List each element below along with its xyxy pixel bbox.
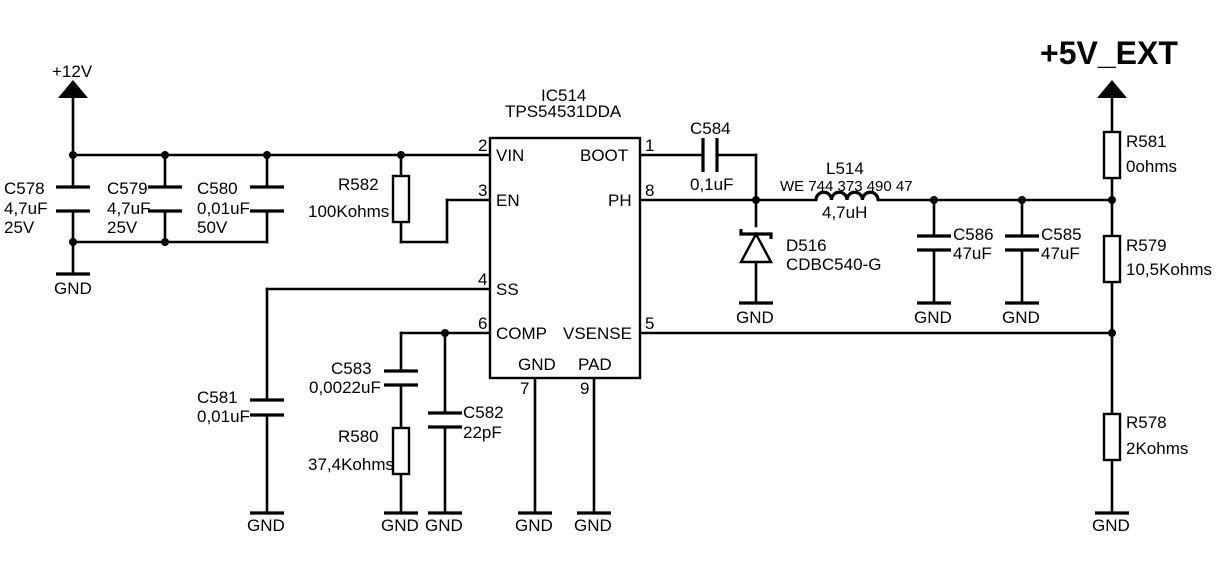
resistor-r580: R580 37,4Kohms [308,426,411,476]
pin-vin-num: 2 [478,136,487,155]
gnd-label-6: GND [574,516,612,535]
pin-ss-name: SS [496,280,519,299]
gnd-label-2: GND [247,516,285,535]
c584-value: 0,1uF [690,175,733,194]
c585-value: 47uF [1041,244,1080,263]
c582-value: 22pF [463,423,502,442]
pin-vsense-num: 5 [645,314,654,333]
c581-ref: C581 [197,388,238,407]
power-out-label: +5V_EXT [1040,35,1178,71]
capacitor-c580: C580 0,01uF 50V [197,179,284,237]
c580-value: 0,01uF [197,199,250,218]
gnd-label-8: GND [914,308,952,327]
pin-ph-num: 8 [645,181,654,200]
r578-value: 2Kohms [1126,439,1188,458]
d516-ref: D516 [786,236,827,255]
c580-ref: C580 [197,179,238,198]
l514-part: WE 744 373 490 47 [780,178,913,195]
gnd-label-3: GND [381,516,419,535]
wires [71,96,1114,514]
inductor-l514: L514 WE 744 373 490 47 4,7uH [780,159,913,222]
c579-rating: 25V [107,218,138,237]
c578-ref: C578 [4,179,45,198]
r579-ref: R579 [1126,236,1167,255]
r582-value: 100Kohms [308,202,389,221]
c579-ref: C579 [107,179,148,198]
pin-comp-num: 6 [478,314,487,333]
ic-part: TPS54531DDA [505,102,622,121]
l514-ref: L514 [826,159,864,178]
capacitor-c581: C581 0,01uF [197,388,284,426]
pin-ph-name: PH [608,191,632,210]
gnd-label-7: GND [736,308,774,327]
gnd-label-5: GND [515,516,553,535]
r580-ref: R580 [338,427,379,446]
c586-ref: C586 [953,225,994,244]
r581-value: 0ohms [1126,157,1177,176]
pin-boot-num: 1 [645,136,654,155]
r579-value: 10,5Kohms [1126,260,1212,279]
pin-gnd-num: 7 [520,379,529,398]
c582-ref: C582 [463,403,504,422]
capacitor-c582: C582 22pF [428,403,504,442]
capacitor-c578: C578 4,7uF 25V [4,179,90,237]
pin-ss-num: 4 [478,270,487,289]
c578-value: 4,7uF [4,199,47,218]
resistor-r582: R582 100Kohms [308,174,411,224]
pin-vsense-name: VSENSE [563,324,632,343]
power-in-12v: +12V [52,62,93,98]
c586-value: 47uF [953,244,992,263]
pin-comp-name: COMP [496,324,547,343]
r581-ref: R581 [1126,132,1167,151]
c583-value: 0,0022uF [309,378,381,397]
capacitor-c584: C584 0,1uF [690,119,733,194]
r580-value: 37,4Kohms [308,455,394,474]
c580-rating: 50V [197,218,228,237]
resistor-r581: R581 0ohms [1102,130,1177,180]
gnd-label-1: GND [54,279,92,298]
pin-boot-name: BOOT [580,146,628,165]
power-out-5v-ext: +5V_EXT [1040,35,1178,98]
pin-gnd-name: GND [518,355,556,374]
resistor-r578: R578 2Kohms [1102,412,1188,462]
gnd-label-9: GND [1002,308,1040,327]
power-in-label: +12V [52,62,93,81]
r578-ref: R578 [1126,413,1167,432]
junctions [69,151,1116,337]
c578-rating: 25V [4,218,35,237]
capacitor-c583: C583 0,0022uF [309,359,418,397]
pin-vin-name: VIN [496,146,524,165]
c579-value: 4,7uF [107,199,150,218]
gnd-symbols: GND GND GND GND GND GND GND GND GND GND [54,272,1130,535]
c581-value: 0,01uF [197,407,250,426]
diode-d516: D516 CDBC540-G [738,229,881,274]
l514-value: 4,7uH [822,203,867,222]
pin-en-name: EN [496,191,520,210]
gnd-label-10: GND [1092,516,1130,535]
pin-pad-name: PAD [578,355,612,374]
r582-ref: R582 [338,175,379,194]
gnd-label-4: GND [425,516,463,535]
pin-pad-num: 9 [580,379,589,398]
capacitor-c586: C586 47uF [917,225,994,263]
c584-ref: C584 [690,119,731,138]
d516-part: CDBC540-G [786,255,881,274]
c585-ref: C585 [1041,225,1082,244]
resistor-r579: R579 10,5Kohms [1102,234,1212,284]
ic514: IC514 TPS54531DDA VIN 2 EN 3 SS 4 COMP 6… [478,86,654,398]
capacitor-c579: C579 4,7uF 25V [107,179,182,237]
capacitor-c585: C585 47uF [1005,225,1082,263]
c583-ref: C583 [331,359,372,378]
pin-en-num: 3 [478,181,487,200]
ic-ref: IC514 [541,86,586,105]
